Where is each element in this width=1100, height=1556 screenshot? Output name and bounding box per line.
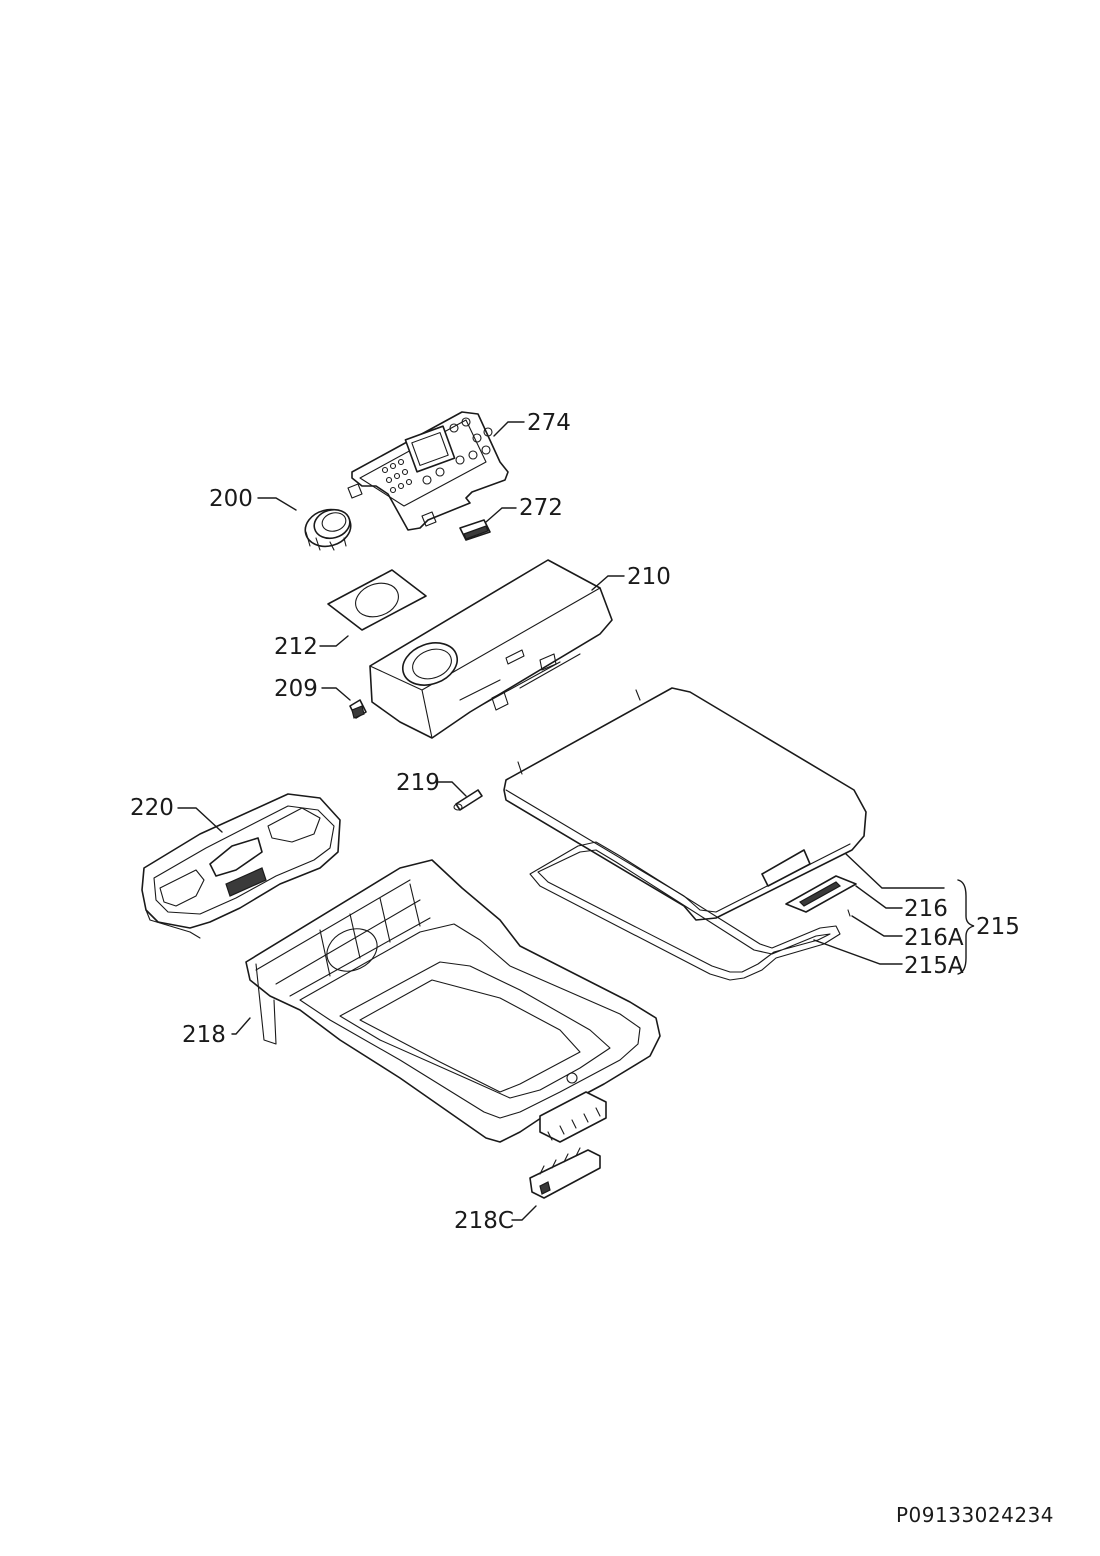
callout-274: 274 [527,410,571,436]
leader-215A [813,939,903,965]
callout-215: 215 [976,914,1020,940]
part-218C-latch [529,1147,601,1199]
callout-210: 210 [627,564,671,590]
callout-219: 219 [396,770,440,796]
callout-272: 272 [519,495,563,521]
leader-216A [851,915,903,937]
part-215A-seal [529,841,841,981]
leader-200 [257,497,297,511]
part-216-lid [503,687,867,921]
leader-218C [511,1205,537,1221]
callout-218: 218 [182,1022,226,1048]
leader-272 [485,507,517,523]
callout-216: 216 [904,896,948,922]
callout-209: 209 [274,676,318,702]
part-216A-small-piece [785,875,857,917]
part-210-control-panel [369,559,613,739]
leader-216 [845,853,945,889]
leader-274 [493,421,525,437]
part-212-label-sheet [327,569,427,631]
leader-212 [319,635,349,647]
part-218-base-frame [245,859,661,1143]
callout-labels: 274 200 272 210 212 209 219 220 216 216A… [130,410,1020,1234]
callout-218C: 218C [454,1208,514,1234]
leader-209 [321,687,351,701]
callout-215A: 215A [904,953,964,979]
leader-210 [591,575,625,591]
part-209-clip [349,699,367,719]
leader-218 [231,1017,251,1035]
leader-219 [435,781,467,797]
part-274-control-board [347,411,509,531]
leader-216-secondary [855,885,903,909]
callout-216A: 216A [904,925,964,951]
callout-220: 220 [130,795,174,821]
part-220-dispenser-drawer [141,793,341,939]
callout-200: 200 [209,486,253,512]
document-code: P09133024234 [896,1503,1054,1527]
leader-220 [177,807,223,833]
part-200-knob [304,508,352,551]
part-219-pin [453,789,483,811]
brace-215 [957,879,975,975]
leader-lines [177,421,975,1221]
part-272-connector [459,519,491,541]
callout-212: 212 [274,634,318,660]
